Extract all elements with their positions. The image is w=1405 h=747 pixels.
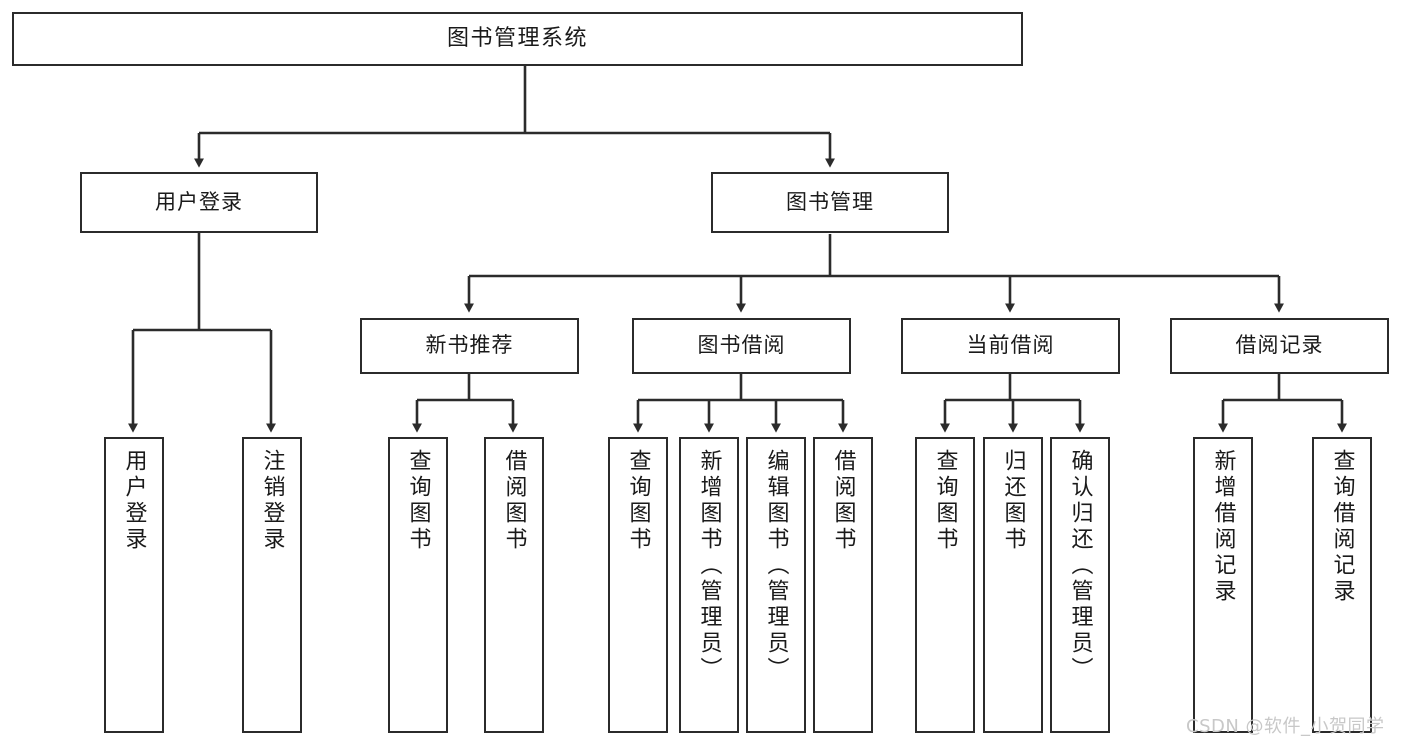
node-current-borrow-label: 当前借阅: [966, 333, 1055, 358]
leaf-query-book-3-label: 查询图书: [932, 449, 958, 553]
leaf-query-book-2[interactable]: 查询图书: [608, 437, 668, 733]
node-root[interactable]: 图书管理系统: [12, 12, 1023, 66]
leaf-query-book-2-label: 查询图书: [625, 449, 651, 553]
csdn-watermark: CSDN @软件_小贺同学: [1186, 716, 1385, 737]
leaf-borrow-book-2[interactable]: 借阅图书: [813, 437, 873, 733]
leaf-edit-book-label: 编辑图书（管理员）: [763, 449, 789, 683]
leaf-user-login[interactable]: 用户登录: [104, 437, 164, 733]
leaf-confirm-return[interactable]: 确认归还（管理员）: [1050, 437, 1110, 733]
leaf-edit-book[interactable]: 编辑图书（管理员）: [746, 437, 806, 733]
leaf-add-borrow-record[interactable]: 新增借阅记录: [1193, 437, 1253, 733]
node-borrow-record-label: 借阅记录: [1235, 333, 1324, 358]
node-new-book-recommend[interactable]: 新书推荐: [360, 318, 579, 374]
leaf-borrow-book-2-label: 借阅图书: [830, 449, 856, 553]
leaf-add-book[interactable]: 新增图书（管理员）: [679, 437, 739, 733]
leaf-query-borrow-record-label: 查询借阅记录: [1329, 449, 1355, 605]
node-user-login-label: 用户登录: [155, 189, 243, 214]
leaf-add-borrow-record-label: 新增借阅记录: [1210, 449, 1236, 605]
leaf-logout[interactable]: 注销登录: [242, 437, 302, 733]
node-book-borrow[interactable]: 图书借阅: [632, 318, 851, 374]
node-book-manage[interactable]: 图书管理: [711, 172, 949, 233]
node-current-borrow[interactable]: 当前借阅: [901, 318, 1120, 374]
node-user-login[interactable]: 用户登录: [80, 172, 318, 233]
node-borrow-record[interactable]: 借阅记录: [1170, 318, 1389, 374]
leaf-query-book-3[interactable]: 查询图书: [915, 437, 975, 733]
node-book-manage-label: 图书管理: [786, 189, 874, 214]
leaf-query-book-1-label: 查询图书: [405, 449, 431, 553]
leaf-query-book-1[interactable]: 查询图书: [388, 437, 448, 733]
node-root-label: 图书管理系统: [446, 25, 588, 51]
leaf-borrow-book-1-label: 借阅图书: [501, 449, 527, 553]
leaf-confirm-return-label: 确认归还（管理员）: [1067, 449, 1093, 683]
leaf-add-book-label: 新增图书（管理员）: [696, 449, 722, 683]
leaf-borrow-book-1[interactable]: 借阅图书: [484, 437, 544, 733]
node-book-borrow-label: 图书借阅: [697, 333, 786, 358]
leaf-logout-label: 注销登录: [259, 449, 285, 553]
leaf-return-book[interactable]: 归还图书: [983, 437, 1043, 733]
node-new-book-recommend-label: 新书推荐: [425, 333, 514, 358]
leaf-return-book-label: 归还图书: [1000, 449, 1026, 553]
leaf-user-login-label: 用户登录: [121, 449, 147, 553]
leaf-query-borrow-record[interactable]: 查询借阅记录: [1312, 437, 1372, 733]
